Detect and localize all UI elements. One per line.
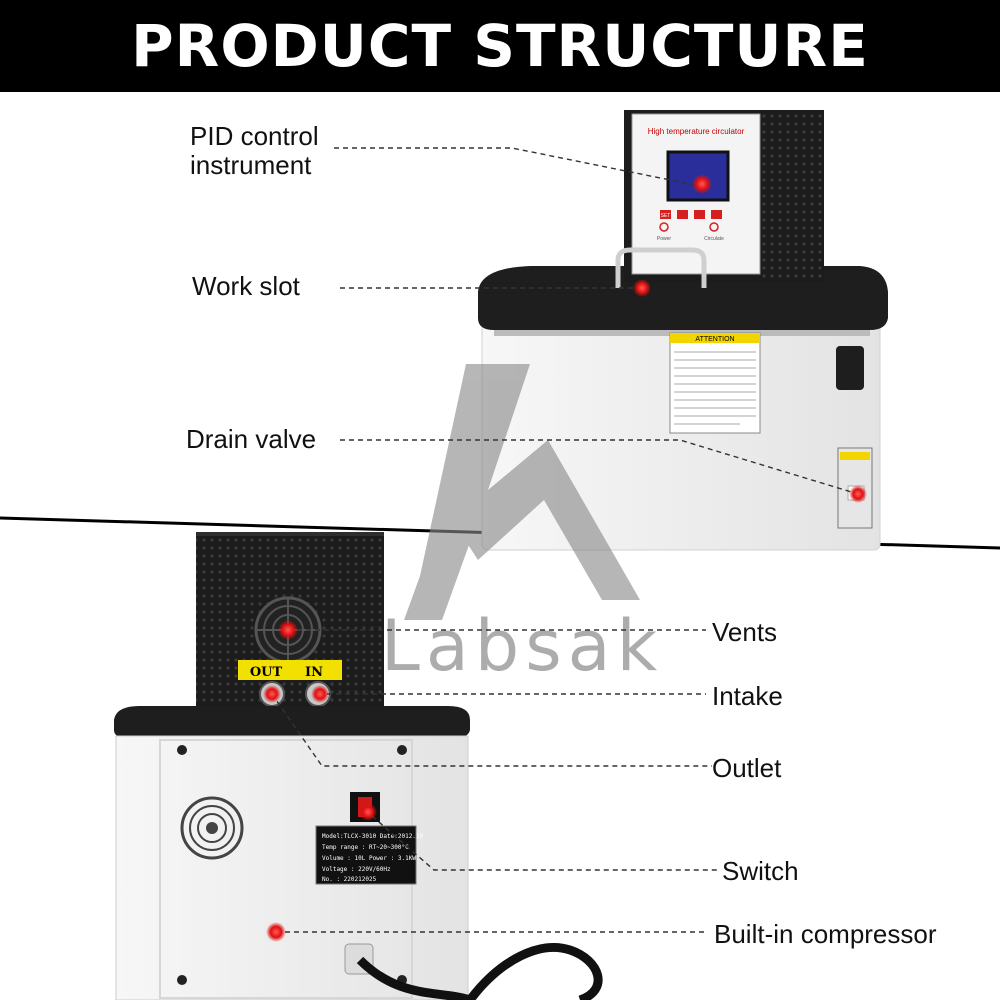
marker-compressor: [266, 922, 286, 942]
svg-text:OUT: OUT: [250, 665, 283, 680]
svg-text:Volume : 10L Power : 3.1KW: Volume : 10L Power : 3.1KW: [322, 855, 416, 862]
markers: [263, 174, 867, 942]
device-back-view: OUT IN Model:TLCX-3010 Date:2012.10 Temp…: [114, 532, 603, 1000]
svg-text:Voltage : 220V/60Hz: Voltage : 220V/60Hz: [322, 866, 391, 873]
svg-text:Circulate: Circulate: [704, 236, 724, 242]
marker-pid: [692, 174, 712, 194]
marker-vents: [278, 620, 298, 640]
page-title: PRODUCT STRUCTURE: [131, 12, 869, 80]
lid-handle: [615, 247, 707, 288]
callout-work-slot: Work slot: [192, 271, 300, 301]
leader-lines: [271, 147, 859, 933]
callout-intake: Intake: [712, 681, 783, 711]
callout-pid: PID control instrument: [190, 122, 319, 180]
leader-switch: [371, 815, 720, 871]
svg-text:Model:TLCX-3010 Date:2012.10: Model:TLCX-3010 Date:2012.10: [322, 833, 424, 840]
marker-outlet: [263, 685, 281, 703]
watermark-brand: Labsak: [381, 605, 663, 687]
callout-drain-valve: Drain valve: [186, 424, 317, 454]
svg-text:IN: IN: [305, 665, 323, 680]
svg-text:No. : 220212025: No. : 220212025: [322, 876, 377, 883]
svg-text:SET: SET: [661, 213, 671, 219]
callout-compressor: Built-in compressor: [714, 919, 937, 949]
power-cord: [356, 942, 603, 1000]
rear-lid: [114, 706, 470, 738]
callout-switch: Switch: [722, 856, 799, 886]
callout-pid-line1: PID control: [190, 121, 319, 151]
leader-outlet: [271, 693, 712, 767]
marker-work-slot: [633, 279, 651, 297]
svg-text:Temp range : RT~20~300°C: Temp range : RT~20~300°C: [322, 844, 409, 851]
panel-title: High temperature circulator: [648, 127, 745, 136]
device-front-view: High temperature circulator SET Power Ci…: [478, 110, 888, 551]
svg-text:ATTENTION: ATTENTION: [695, 336, 734, 343]
nameplate: [315, 825, 417, 885]
marker-switch: [359, 803, 377, 821]
watermark-logo-icon: [404, 364, 530, 620]
header-bar: PRODUCT STRUCTURE: [0, 0, 1000, 92]
svg-text:Power: Power: [657, 236, 672, 242]
side-handle: [836, 346, 864, 390]
marker-drain-valve: [849, 485, 867, 503]
attention-label: [669, 332, 761, 434]
callout-pid-line2: instrument: [190, 150, 312, 180]
port-label: [238, 660, 342, 680]
callout-vents: Vents: [712, 617, 778, 647]
watermark: Labsak: [381, 364, 663, 687]
callout-outlet: Outlet: [712, 753, 782, 783]
marker-intake: [311, 685, 329, 703]
rear-grille: [180, 796, 244, 860]
